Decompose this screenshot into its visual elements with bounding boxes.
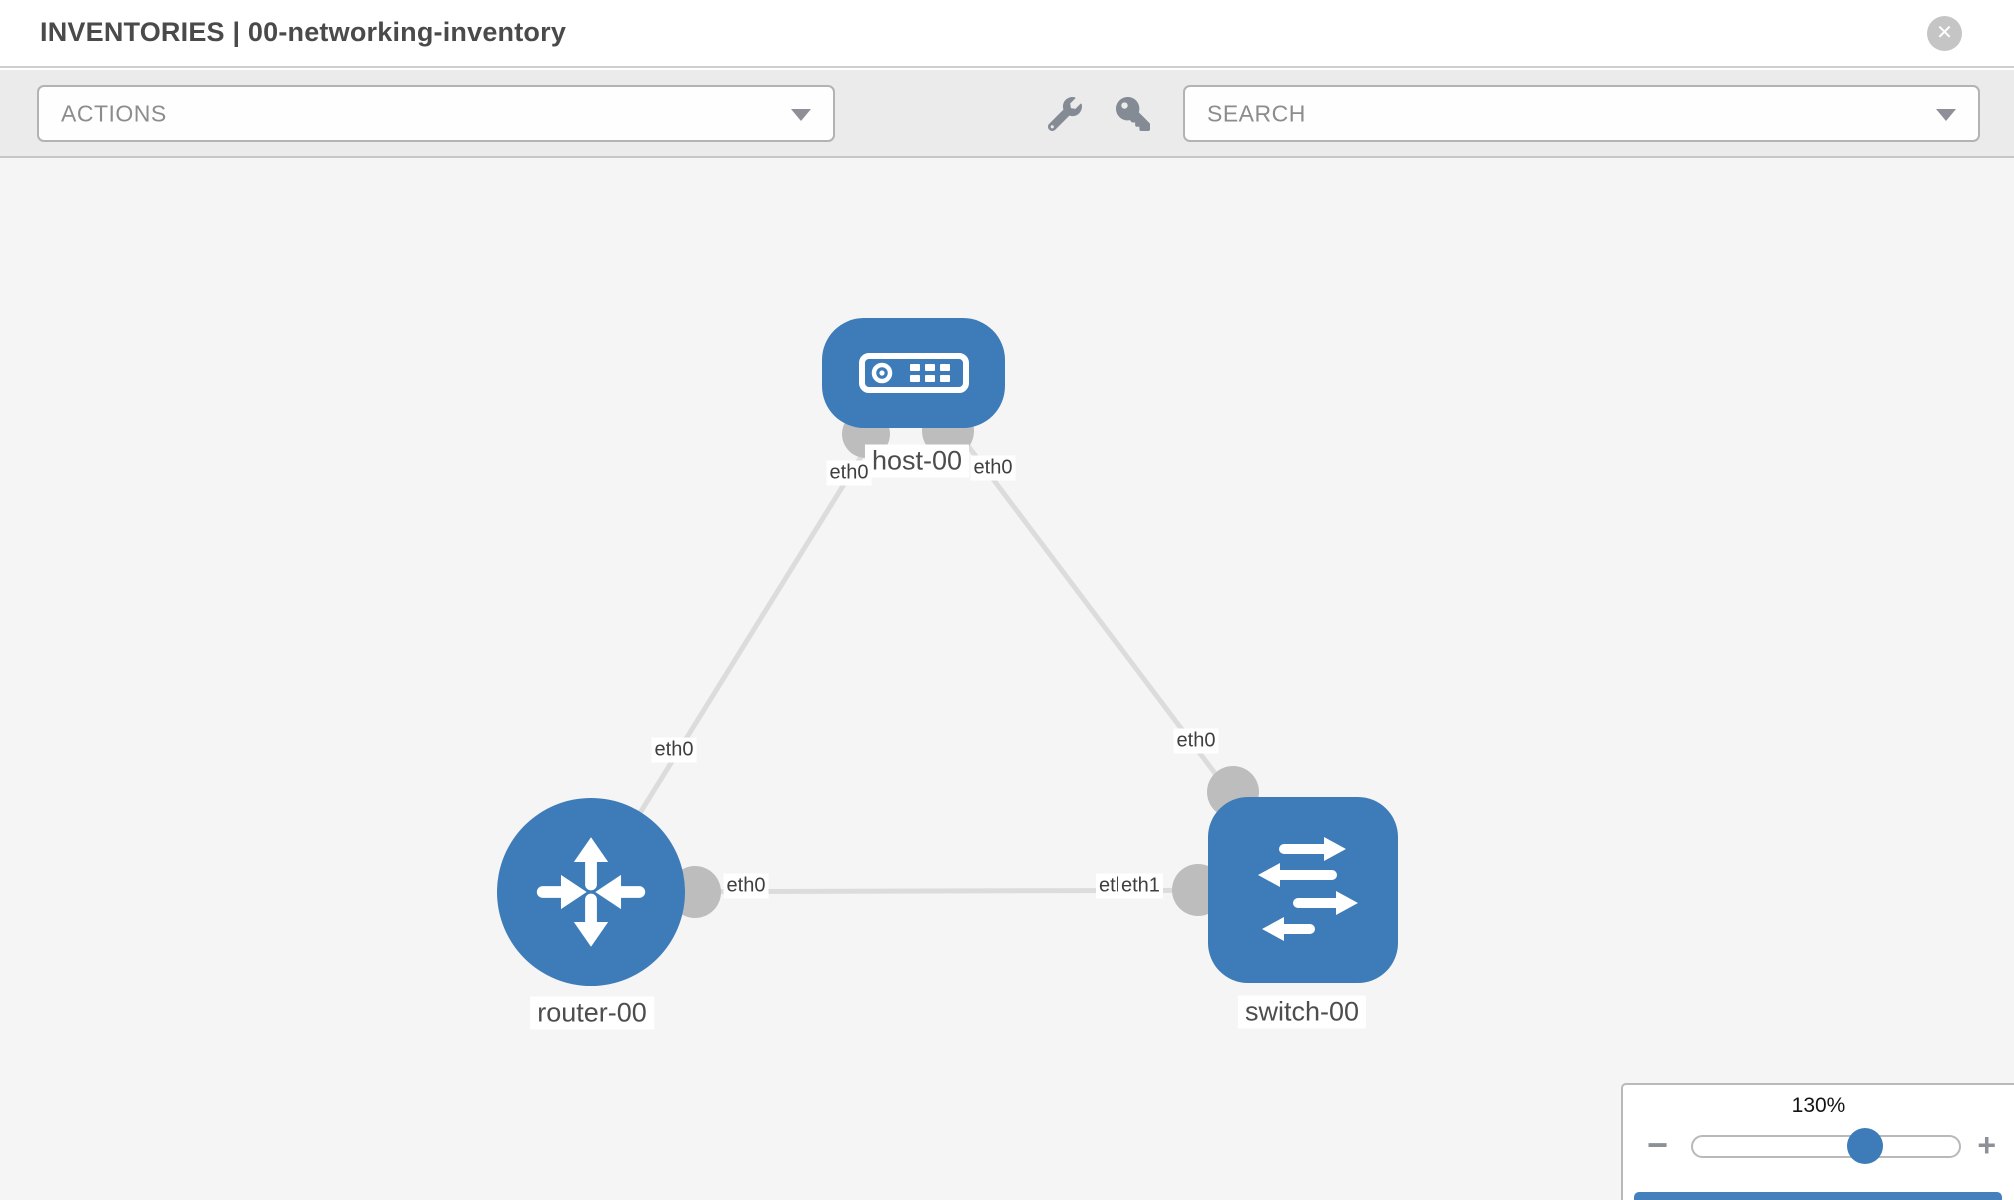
server-icon bbox=[858, 353, 969, 393]
links-layer bbox=[588, 371, 1305, 918]
bottom-blue-bar bbox=[1634, 1192, 2002, 1200]
interface-label: eth0 bbox=[1173, 728, 1219, 754]
chevron-down-icon bbox=[1936, 108, 1956, 121]
node-label-host: host-00 bbox=[864, 444, 970, 478]
zoom-level: 130% bbox=[1791, 1094, 1846, 1117]
node-host-00[interactable] bbox=[822, 318, 1005, 428]
interface-label: eth0 bbox=[651, 737, 697, 763]
key-glyph bbox=[1116, 97, 1150, 131]
chevron-down-icon bbox=[791, 108, 811, 121]
search-dropdown-label: SEARCH bbox=[1207, 100, 1306, 126]
close-icon[interactable]: ✕ bbox=[1927, 16, 1962, 51]
node-router-00[interactable] bbox=[497, 798, 685, 986]
zoom-in-button[interactable]: + bbox=[1977, 1127, 1996, 1163]
interface-label: eth1 bbox=[1118, 873, 1163, 899]
router-arrows-icon bbox=[536, 837, 646, 947]
page-title: INVENTORIES | 00-networking-inventory bbox=[40, 17, 567, 47]
switch-arrows-icon bbox=[1258, 837, 1358, 941]
node-label-switch: switch-00 bbox=[1237, 995, 1367, 1029]
actions-dropdown-label: ACTIONS bbox=[61, 100, 167, 126]
topology-canvas[interactable]: host-00 router-00 switch-00 eth0 eth0 et… bbox=[0, 158, 2014, 1200]
link-host-router[interactable] bbox=[588, 371, 916, 894]
wrench-icon[interactable] bbox=[1047, 97, 1082, 132]
interface-label: eth0 bbox=[826, 460, 872, 486]
toolbar: ACTIONS SEARCH bbox=[0, 70, 2014, 158]
actions-dropdown[interactable]: ACTIONS bbox=[37, 85, 835, 142]
wrench-glyph bbox=[1047, 97, 1082, 132]
zoom-slider-handle[interactable] bbox=[1847, 1128, 1883, 1164]
key-icon[interactable] bbox=[1116, 97, 1150, 131]
interface-label: eth0 bbox=[723, 873, 769, 899]
zoom-control-panel: 130% − + bbox=[1621, 1083, 2014, 1200]
header: INVENTORIES | 00-networking-inventory ✕ bbox=[0, 0, 2014, 68]
zoom-out-button[interactable]: − bbox=[1647, 1124, 1669, 1165]
node-switch-00[interactable] bbox=[1208, 797, 1398, 983]
zoom-slider[interactable] bbox=[1691, 1128, 1961, 1164]
interface-label: eth0 bbox=[970, 455, 1016, 481]
search-dropdown[interactable]: SEARCH bbox=[1183, 85, 1980, 142]
node-label-router: router-00 bbox=[530, 996, 654, 1030]
